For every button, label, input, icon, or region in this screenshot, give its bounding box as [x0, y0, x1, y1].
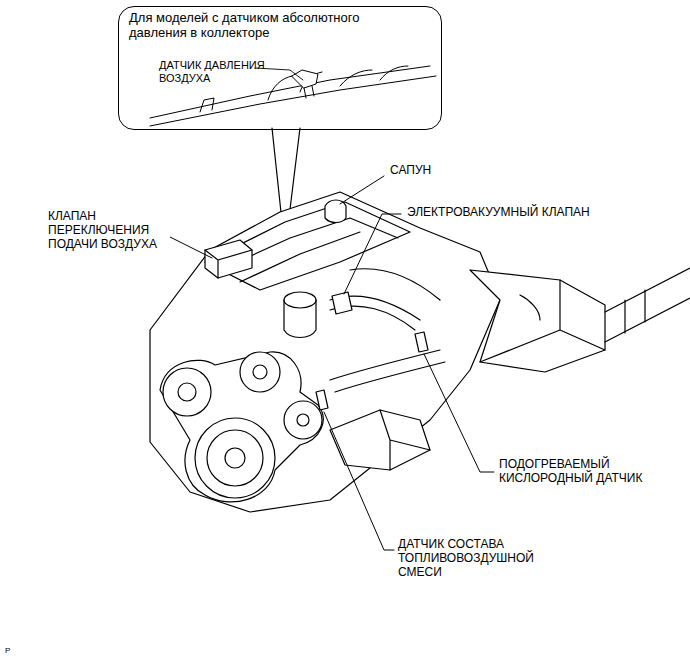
page-mark: P: [3, 646, 12, 655]
engine-block: [150, 192, 500, 512]
callout-heading: Для моделей с датчиком абсолютного давле…: [129, 11, 379, 41]
part-label: КЛАПАН ПЕРЕКЛЮЧЕНИЯ ПОДАЧИ ВОЗДУХА: [46, 210, 170, 251]
drive-shaft: [605, 268, 690, 342]
part-label: САПУН: [388, 164, 433, 178]
drive-belt: [160, 352, 323, 502]
transmission: [470, 270, 605, 372]
callout-bubble: Для моделей с датчиком абсолютного давле…: [118, 6, 442, 130]
leader-lines: [168, 176, 494, 550]
af-sensor: [316, 390, 328, 410]
part-label: ДАТЧИК ДАВЛЕНИЯ ВОЗДУХА: [159, 59, 267, 84]
part-label: ЭЛЕКТРОВАКУУМНЫЙ КЛАПАН: [405, 206, 592, 220]
part-label: ПОДОГРЕВАЕМЫЙ КИСЛОРОДНЫЙ ДАТЧИК: [497, 458, 666, 486]
part-label: ДАТЧИК СОСТАВА ТОПЛИВОВОЗДУШНОЙ СМЕСИ: [396, 538, 552, 579]
o2-sensor: [415, 332, 428, 352]
